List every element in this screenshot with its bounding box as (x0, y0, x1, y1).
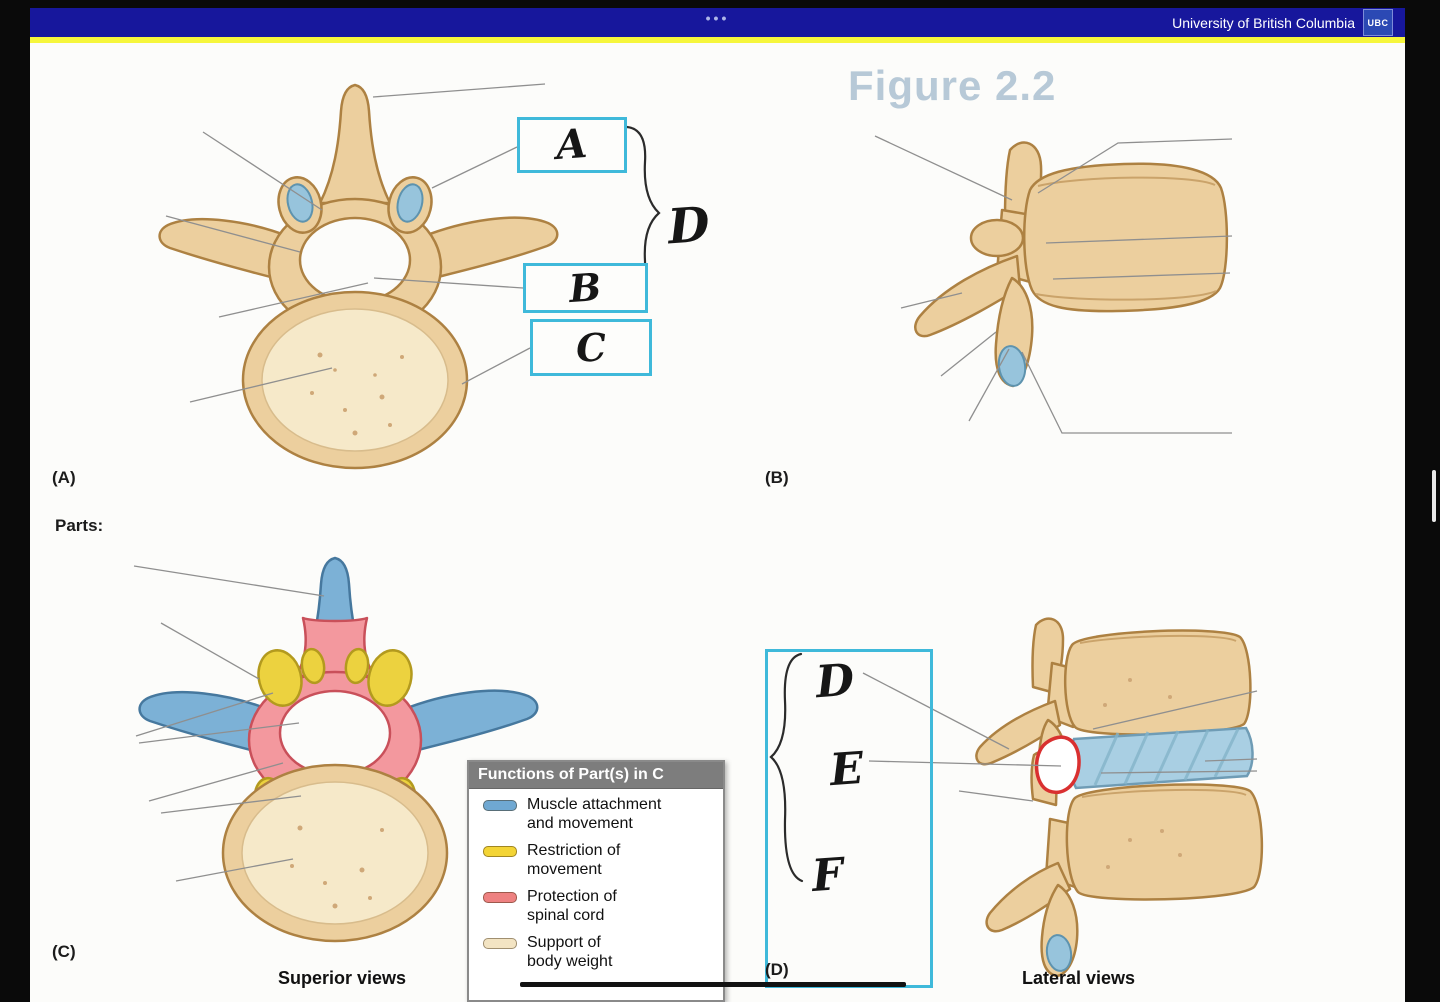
legend-title: Functions of Part(s) in C (469, 762, 723, 789)
answer-letter-b: B (567, 263, 604, 312)
legend-label: Support of body weight (527, 934, 613, 970)
lower-body (1065, 783, 1264, 901)
answer-box-b[interactable]: B (523, 263, 648, 313)
legend-item-protection: Protection of spinal cord (469, 881, 723, 927)
vertebral-foramen (278, 689, 392, 777)
legend-item-muscle: Muscle attachment and movement (469, 789, 723, 835)
muscle-swatch (483, 800, 517, 811)
legend-item-restriction: Restriction of movement (469, 835, 723, 881)
parts-label: Parts: (55, 516, 104, 535)
intervertebral-foramen (1034, 735, 1081, 795)
ubc-logo-icon: UBC (1363, 9, 1393, 36)
legend-label: Muscle attachment and movement (527, 796, 662, 832)
answer-box-def[interactable]: D E F (765, 649, 933, 988)
highlight-bar (30, 37, 1405, 43)
panel-b-label: (B) (765, 468, 789, 487)
restriction-swatch (483, 846, 517, 857)
answer-box-c[interactable]: C (530, 319, 652, 376)
answer-letter-a: A (554, 119, 590, 170)
vertebrae-lateral-pair-illustration (975, 617, 1264, 978)
top-bar: ••• University of British Columbia UBC (30, 8, 1405, 37)
answer-letter-row-e: E (828, 742, 866, 797)
legend-box: Functions of Part(s) in C Muscle attachm… (467, 760, 725, 1002)
articular-process-left-yellow (257, 649, 303, 707)
upper-body (1064, 629, 1252, 736)
spinous-process (318, 83, 392, 205)
vertebral-foramen (298, 216, 412, 304)
panel-a-label: (A) (52, 468, 76, 487)
ubc-logo-text: UBC (1367, 17, 1389, 28)
vertebral-body (1022, 162, 1229, 313)
legend-item-support: Support of body weight (469, 927, 723, 973)
spinous-process (914, 254, 1022, 338)
legend-label: Restriction of movement (527, 842, 621, 878)
answer-letter-c: C (574, 323, 608, 371)
support-swatch (483, 938, 517, 949)
scrollbar-thumb[interactable] (1432, 470, 1436, 522)
brace-letter-d: D (666, 196, 712, 256)
vertebra-superior-plain-illustration (158, 83, 559, 470)
transverse-process-right (420, 216, 559, 283)
lower-spinous (985, 861, 1072, 933)
figure-title: Figure 2.2 (848, 62, 1057, 109)
protection-swatch (483, 892, 517, 903)
answer-letter-row-f: F (810, 848, 845, 903)
answer-box-a[interactable]: A (517, 117, 627, 173)
vertebra-lateral-plain-illustration (914, 141, 1229, 388)
superior-views-caption: Superior views (278, 968, 407, 988)
menu-dots-icon[interactable]: ••• (705, 10, 730, 26)
articular-process-right-yellow (367, 649, 413, 707)
lateral-views-caption: Lateral views (1022, 968, 1136, 988)
panel-d-label: (D) (765, 960, 789, 979)
answer-letter-row-d: D (814, 654, 856, 709)
bottom-divider-line (520, 982, 906, 987)
transverse-process-right-blue (400, 689, 539, 756)
panel-c-label: (C) (52, 942, 76, 961)
facet-right (396, 183, 424, 223)
brand-area: University of British Columbia UBC (1172, 8, 1393, 37)
transverse-process (969, 218, 1025, 258)
university-name: University of British Columbia (1172, 14, 1355, 31)
legend-label: Protection of spinal cord (527, 888, 617, 924)
bone-speckles (310, 352, 404, 436)
lower-inferior-facet (1045, 934, 1073, 972)
